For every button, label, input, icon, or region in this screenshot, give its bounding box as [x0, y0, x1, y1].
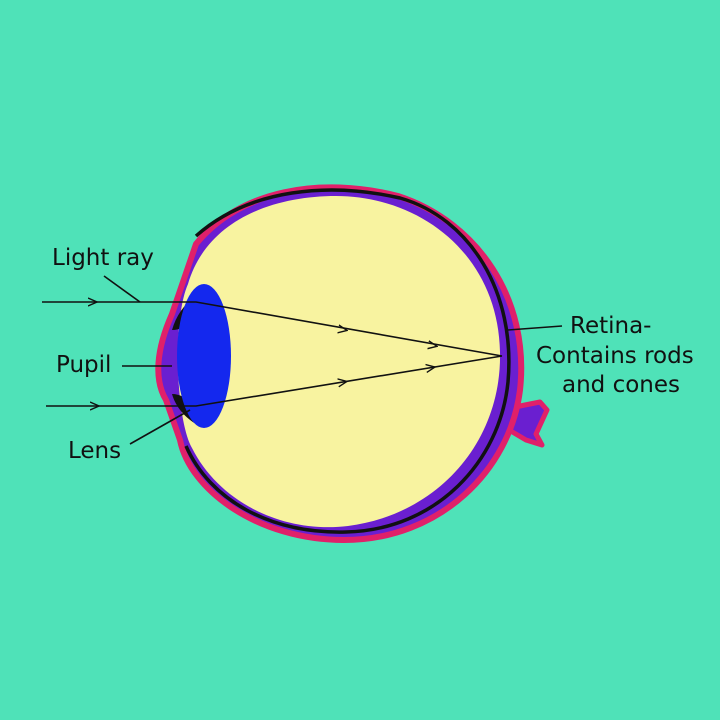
label-light-ray: Light ray	[52, 245, 154, 271]
label-pupil: Pupil	[56, 352, 112, 378]
light-ray-leader	[103, 275, 141, 303]
label-lens: Lens	[68, 438, 122, 464]
retina-leader	[507, 325, 563, 331]
lens-shape	[177, 284, 231, 428]
label-retina: Retina-	[570, 313, 652, 339]
label-retina-cones: and cones	[562, 372, 681, 398]
vitreous-body	[177, 196, 501, 528]
label-retina-rods: Contains rods	[536, 343, 694, 369]
lens-leader	[129, 409, 191, 445]
retina-layer	[184, 188, 511, 534]
